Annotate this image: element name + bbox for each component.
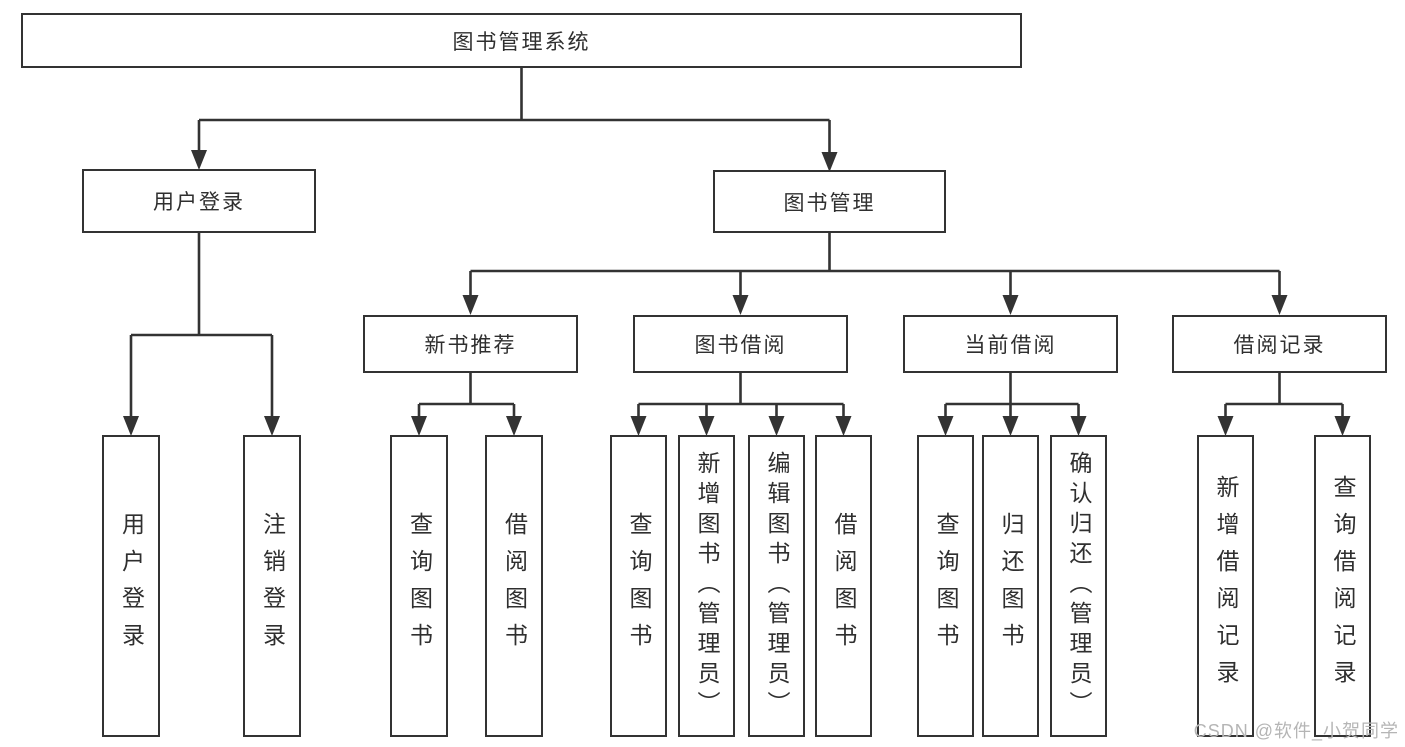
leaf-logout: 注销登录 <box>243 435 301 737</box>
arrowhead <box>123 150 1351 436</box>
node-current-borrowing-label: 当前借阅 <box>964 334 1057 357</box>
node-root-label: 图书管理系统 <box>452 30 591 54</box>
node-borrowing-records-label: 借阅记录 <box>1233 334 1326 357</box>
leaf-borrowing-add-books-admin: 新增图书（管理员） <box>678 435 735 737</box>
leaf-current-confirm-return-admin: 确认归还（管理员） <box>1050 435 1107 737</box>
leaf-current-query-books-label: 查询图书 <box>933 512 959 660</box>
node-book-management-label: 图书管理 <box>783 191 876 215</box>
leaf-recommend-borrow-books: 借阅图书 <box>485 435 543 737</box>
leaf-records-add-record-label: 新增借阅记录 <box>1213 475 1239 697</box>
leaf-borrowing-query-books: 查询图书 <box>610 435 667 737</box>
leaf-borrowing-query-books-label: 查询图书 <box>626 512 652 660</box>
node-borrowing-records: 借阅记录 <box>1172 315 1387 373</box>
leaf-records-add-record: 新增借阅记录 <box>1197 435 1254 737</box>
node-book-management: 图书管理 <box>713 170 946 233</box>
leaf-logout-label: 注销登录 <box>259 512 286 660</box>
node-book-borrowing: 图书借阅 <box>633 315 848 373</box>
leaf-borrowing-borrow-books: 借阅图书 <box>815 435 872 737</box>
watermark-text: CSDN @软件_小贺同学 <box>1193 721 1399 741</box>
leaf-recommend-borrow-books-label: 借阅图书 <box>501 512 528 660</box>
node-root: 图书管理系统 <box>21 13 1022 68</box>
leaf-current-query-books: 查询图书 <box>917 435 974 737</box>
leaf-current-return-books-label: 归还图书 <box>998 512 1024 660</box>
node-user-login-label: 用户登录 <box>153 191 245 214</box>
leaf-user-login-label: 用户登录 <box>118 512 145 660</box>
leaf-current-confirm-return-admin-label: 确认归还（管理员） <box>1066 451 1092 721</box>
leaf-borrowing-borrow-books-label: 借阅图书 <box>831 512 857 660</box>
leaf-borrowing-add-books-admin-label: 新增图书（管理员） <box>694 451 720 721</box>
node-current-borrowing: 当前借阅 <box>903 315 1118 373</box>
node-new-book-recommendation-label: 新书推荐 <box>424 334 517 357</box>
leaf-recommend-query-books-label: 查询图书 <box>406 512 433 660</box>
node-user-login: 用户登录 <box>82 169 316 233</box>
leaf-records-query-record-label: 查询借阅记录 <box>1330 475 1356 697</box>
node-book-borrowing-label: 图书借阅 <box>694 334 787 357</box>
node-new-book-recommendation: 新书推荐 <box>363 315 578 373</box>
leaf-user-login: 用户登录 <box>102 435 160 737</box>
leaf-recommend-query-books: 查询图书 <box>390 435 448 737</box>
leaf-records-query-record: 查询借阅记录 <box>1314 435 1371 737</box>
leaf-borrowing-edit-books-admin-label: 编辑图书（管理员） <box>764 451 790 721</box>
leaf-borrowing-edit-books-admin: 编辑图书（管理员） <box>748 435 805 737</box>
connector-path <box>129 68 1344 420</box>
leaf-current-return-books: 归还图书 <box>982 435 1039 737</box>
